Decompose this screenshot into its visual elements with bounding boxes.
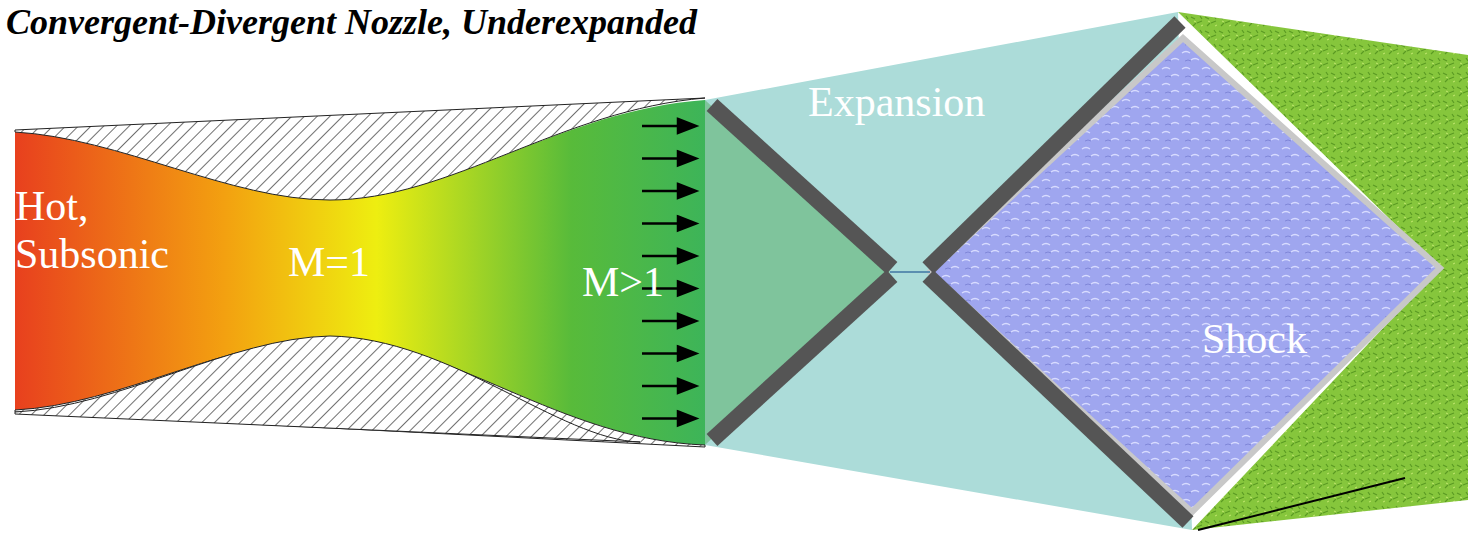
flow-arrow <box>642 255 680 258</box>
flow-arrow <box>642 320 680 323</box>
flow-arrow <box>642 417 680 420</box>
flow-arrow <box>642 222 680 225</box>
flow-arrowhead <box>678 314 696 328</box>
mach-label: M=1 <box>288 238 370 286</box>
flow-arrowhead <box>678 119 696 133</box>
flow-arrowhead <box>678 282 696 296</box>
flow-arrow <box>642 352 680 355</box>
flow-arrowhead <box>678 152 696 166</box>
diagram-title: Convergent-Divergent Nozzle, Underexpand… <box>6 2 697 43</box>
region-label: Expansion <box>808 78 985 126</box>
flow-arrow <box>642 157 680 160</box>
flow-arrowhead <box>678 217 696 231</box>
flow-arrowhead <box>678 379 696 393</box>
flow-arrow <box>642 125 680 128</box>
flow-state-label: Hot, Subsonic <box>15 182 215 279</box>
mach-label: M>1 <box>582 258 664 306</box>
flow-arrowhead <box>678 184 696 198</box>
flow-arrowhead <box>678 347 696 361</box>
flow-arrow <box>642 190 680 193</box>
flow-arrowhead <box>678 249 696 263</box>
region-label: Shock <box>1202 315 1307 363</box>
flow-arrowhead <box>678 412 696 426</box>
flow-arrow <box>642 385 680 388</box>
